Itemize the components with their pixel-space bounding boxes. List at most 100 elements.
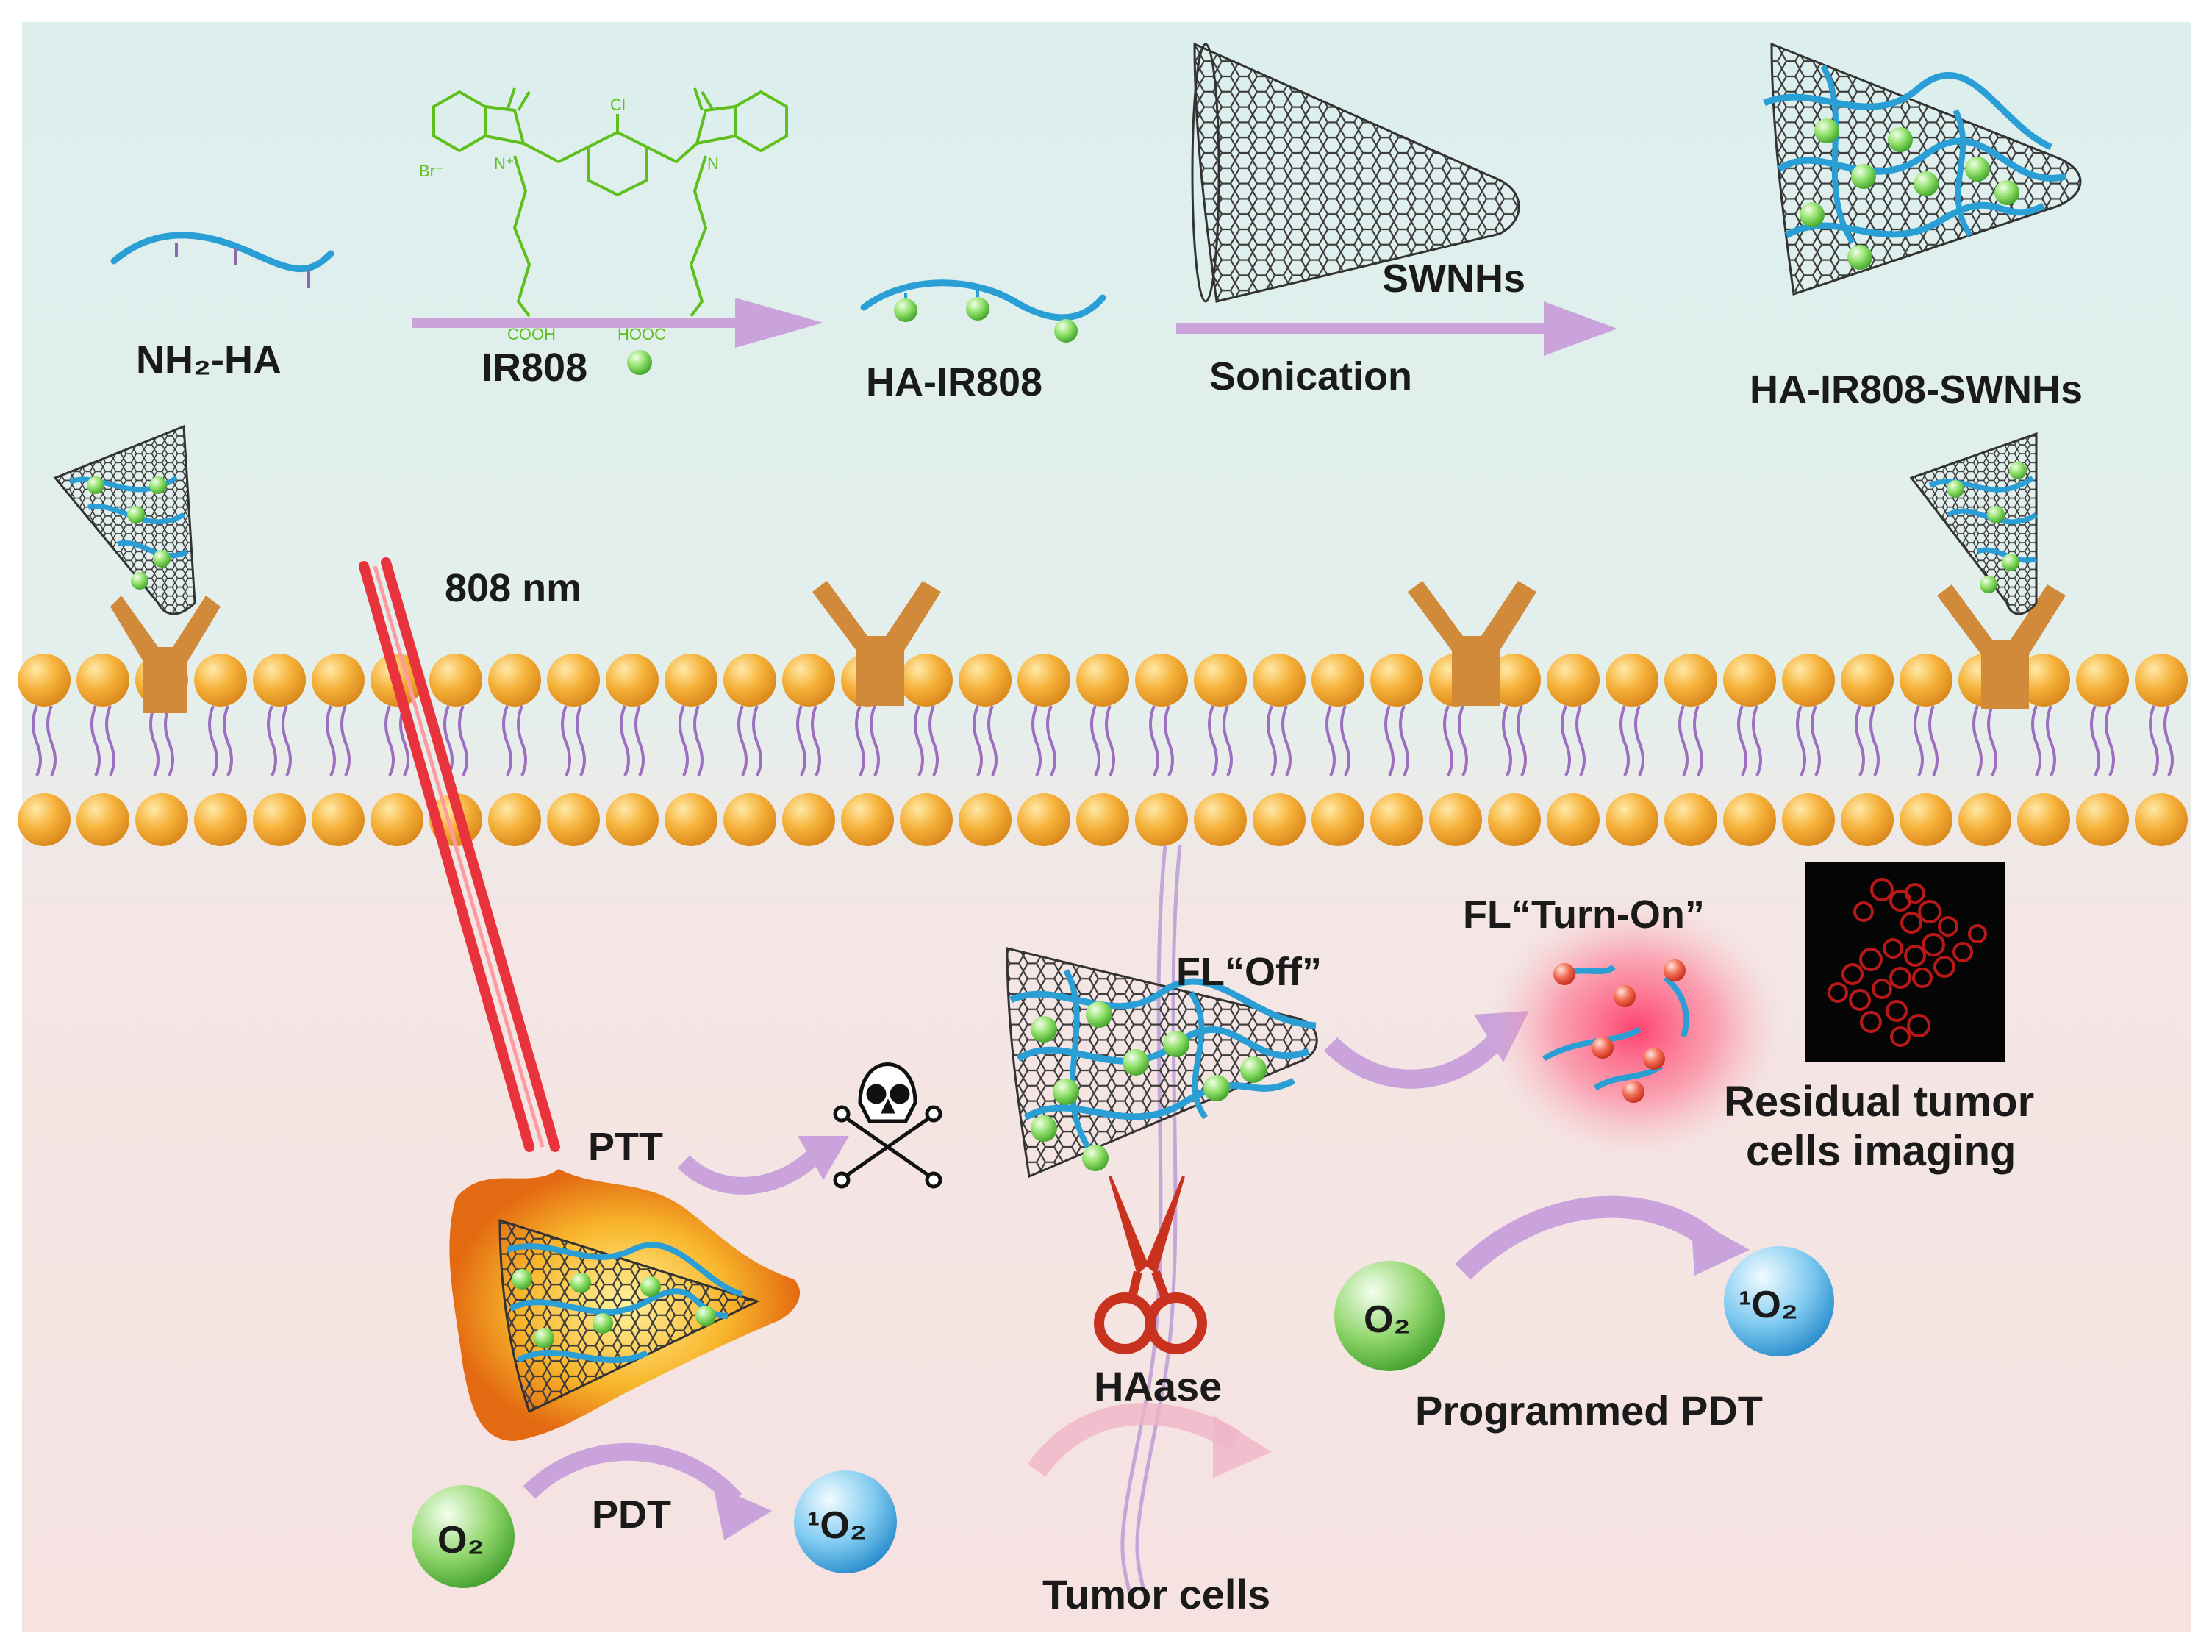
receptor-2-icon xyxy=(812,581,941,706)
lipid-tail xyxy=(208,705,233,776)
lipid-tail xyxy=(1208,705,1233,776)
lipid-head xyxy=(1547,654,1600,707)
lipid-head xyxy=(959,654,1012,707)
receptor-3-icon xyxy=(1408,581,1536,706)
cell-membrane xyxy=(18,654,2188,846)
oxygen-sphere-2-icon xyxy=(1334,1261,1445,1371)
lipid-tail xyxy=(384,705,409,776)
lipid-head xyxy=(606,654,659,707)
lipid-head xyxy=(1723,793,1776,846)
chem-cooh-label: COOH xyxy=(507,325,556,343)
residual-label-2: cells imaging xyxy=(1746,1127,2016,1175)
lipid-tail xyxy=(1619,705,1644,776)
ir808-label: IR808 xyxy=(482,346,587,390)
lipid-head xyxy=(1958,793,2011,846)
lipid-head xyxy=(723,654,776,707)
lipid-tail xyxy=(1443,705,1468,776)
lipid-head xyxy=(1135,654,1188,707)
lipid-head xyxy=(1841,793,1894,846)
lipid-head xyxy=(1194,793,1247,846)
lipid-head xyxy=(76,654,129,707)
lipid-head xyxy=(253,793,306,846)
reaction-arrow-2 xyxy=(1176,301,1617,356)
skull-crossbones-icon xyxy=(833,1062,942,1189)
lipid-tail xyxy=(1149,705,1174,776)
lipid-head xyxy=(1429,793,1482,846)
lipid-tail xyxy=(2090,705,2115,776)
lipid-head xyxy=(1488,793,1541,846)
lipid-head xyxy=(194,793,247,846)
lipid-head xyxy=(2135,654,2188,707)
sonication-label: Sonication xyxy=(1209,354,1412,398)
chem-hooc-label: HOOC xyxy=(618,325,666,343)
lipid-tail xyxy=(32,705,57,776)
lipid-head xyxy=(1076,654,1129,707)
lipid-head xyxy=(1782,793,1835,846)
lipid-head xyxy=(1664,654,1717,707)
lipid-head xyxy=(371,793,423,846)
lipid-head xyxy=(76,793,129,846)
programmed-pdt-label: Programmed PDT xyxy=(1415,1387,1763,1434)
lipid-tail xyxy=(796,705,821,776)
lipid-head xyxy=(1017,793,1070,846)
ir808-dye-icon xyxy=(627,350,652,375)
lipid-tail xyxy=(1914,705,1939,776)
fl-turn-on-glow-icon xyxy=(1489,901,1783,1158)
lipid-tail xyxy=(1031,705,1056,776)
fl-arrow xyxy=(1323,1030,1507,1089)
lipid-head xyxy=(1723,654,1776,707)
lipid-head xyxy=(1311,654,1364,707)
laser-wavelength-label: 808 nm xyxy=(445,566,581,610)
lipid-head xyxy=(1194,654,1247,707)
lipid-tail xyxy=(1502,705,1527,776)
ha-ir808-label: HA-IR808 xyxy=(866,360,1042,404)
pdt-arrow-head xyxy=(713,1485,772,1540)
lipid-head xyxy=(782,654,835,707)
lipid-tail xyxy=(90,705,115,776)
lipid-tail xyxy=(2031,705,2056,776)
lipid-head xyxy=(312,654,365,707)
ptt-arrow xyxy=(677,1148,823,1195)
lipid-head xyxy=(606,793,659,846)
pdt-label: PDT xyxy=(592,1492,671,1537)
lipid-head xyxy=(1782,654,1835,707)
lipid-tail xyxy=(1855,705,1880,776)
lipid-tail xyxy=(2149,705,2174,776)
lipid-head xyxy=(2017,654,2070,707)
lipid-tail xyxy=(679,705,704,776)
lipid-head xyxy=(488,793,541,846)
scissors-icon xyxy=(1094,1176,1207,1354)
lipid-head xyxy=(1606,793,1658,846)
pdt-arrow xyxy=(523,1442,742,1506)
lipid-head xyxy=(1135,793,1188,846)
lipid-head xyxy=(900,793,953,846)
nh2-ha-label: NH₂-HA xyxy=(136,338,282,382)
lipid-head xyxy=(1253,793,1306,846)
lipid-head xyxy=(1253,654,1306,707)
fl-off-nanohorn-icon xyxy=(1006,947,1318,1179)
ir808-structure-icon xyxy=(432,87,788,318)
lipid-head xyxy=(18,654,71,707)
swnh-cone-icon xyxy=(1191,42,1520,303)
programmed-pdt-arrow xyxy=(1455,1195,1720,1280)
lipid-head xyxy=(665,793,717,846)
oxygen-label-2: O₂ xyxy=(1364,1298,1411,1341)
lipid-head xyxy=(900,654,953,707)
lipid-tail xyxy=(326,705,351,776)
programmed-pdt-arrow-head xyxy=(1691,1217,1750,1276)
tumor-cells-label: Tumor cells xyxy=(1042,1571,1270,1617)
lipid-head xyxy=(1488,654,1541,707)
lipid-tail xyxy=(443,705,468,776)
haase-arrow-head xyxy=(1213,1415,1272,1478)
lipid-head xyxy=(2017,793,2070,846)
lipid-head xyxy=(2076,654,2129,707)
chem-nplus-label: N⁺ xyxy=(494,154,515,173)
lipid-head xyxy=(1311,793,1364,846)
lipid-tail xyxy=(973,705,998,776)
nh2-ha-polymer-icon xyxy=(110,232,334,288)
singlet-oxygen-sphere-2-icon xyxy=(1724,1246,1834,1356)
lipid-head xyxy=(2135,793,2188,846)
haase-arrow xyxy=(1027,1403,1241,1477)
ha-ir808-swnhs-label: HA-IR808-SWNHs xyxy=(1750,368,2083,412)
